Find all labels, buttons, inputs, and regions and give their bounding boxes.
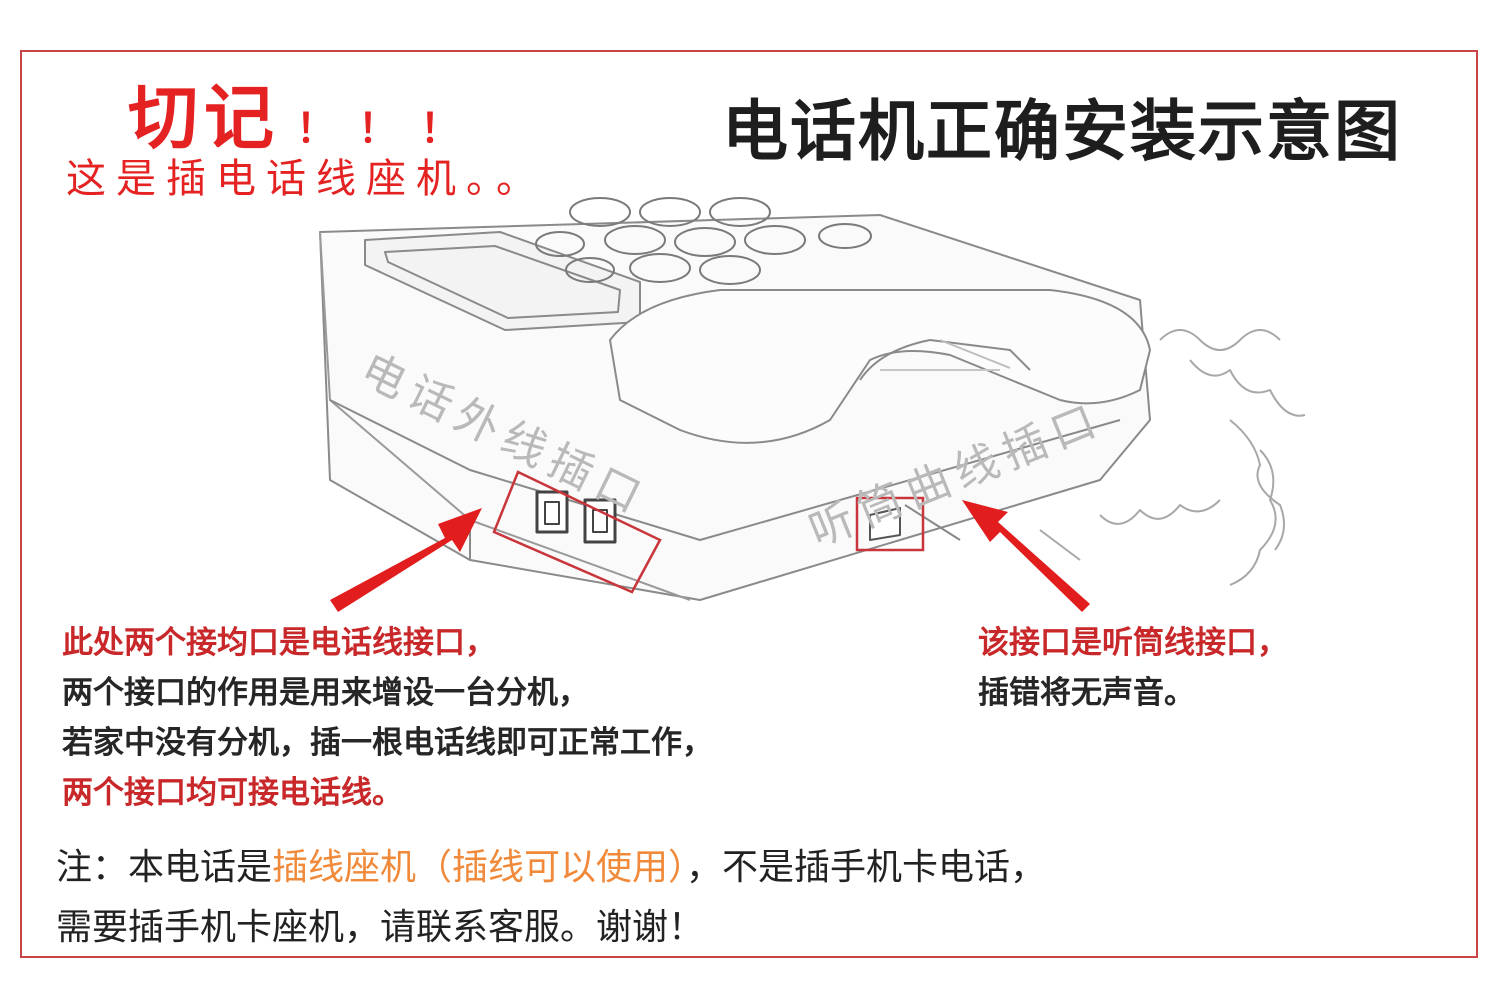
warning-title: 切记: [128, 77, 280, 159]
outer-port-highlight: [492, 470, 662, 594]
note-highlight: 插线座机（插线可以使用）: [272, 847, 687, 888]
right-line-2: 插错将无声音。: [978, 675, 1195, 711]
footer-note: 注：本电话是插线座机（插线可以使用），不是插手机卡电话， 需要插手机卡座机，请联…: [56, 838, 1046, 958]
page-title: 电话机正确安装示意图: [722, 93, 1402, 170]
right-line-1: 该接口是听筒线接口，: [978, 625, 1288, 661]
warning-heading: 切记 ！！！: [128, 62, 482, 163]
left-description: 此处两个接均口是电话线接口， 两个接口的作用是用来增设一台分机， 若家中没有分机…: [62, 618, 713, 818]
note-line-2: 需要插手机卡座机，请联系客服。谢谢！: [56, 907, 705, 948]
border-frame: [20, 50, 1478, 958]
left-line-2: 两个接口的作用是用来增设一台分机，: [62, 675, 589, 711]
left-line-3: 若家中没有分机，插一根电话线即可正常工作，: [62, 725, 713, 761]
left-line-1: 此处两个接均口是电话线接口，: [62, 625, 496, 661]
left-arrow: [330, 508, 482, 612]
warning-subline: 这是插电话线座机。。: [66, 156, 546, 202]
warning-exclaim: ！！！: [296, 106, 482, 152]
right-arrow: [962, 500, 1090, 612]
right-description: 该接口是听筒线接口， 插错将无声音。: [978, 618, 1288, 718]
left-line-4: 两个接口均可接电话线。: [62, 775, 403, 811]
note-prefix: 注：本电话是: [56, 847, 273, 888]
handset-port-highlight: [855, 496, 925, 552]
note-suffix: ，不是插手机卡电话，: [686, 847, 1047, 888]
note-line-1: 注：本电话是插线座机（插线可以使用），不是插手机卡电话，: [56, 838, 1046, 898]
phone-body: [319, 197, 1306, 601]
